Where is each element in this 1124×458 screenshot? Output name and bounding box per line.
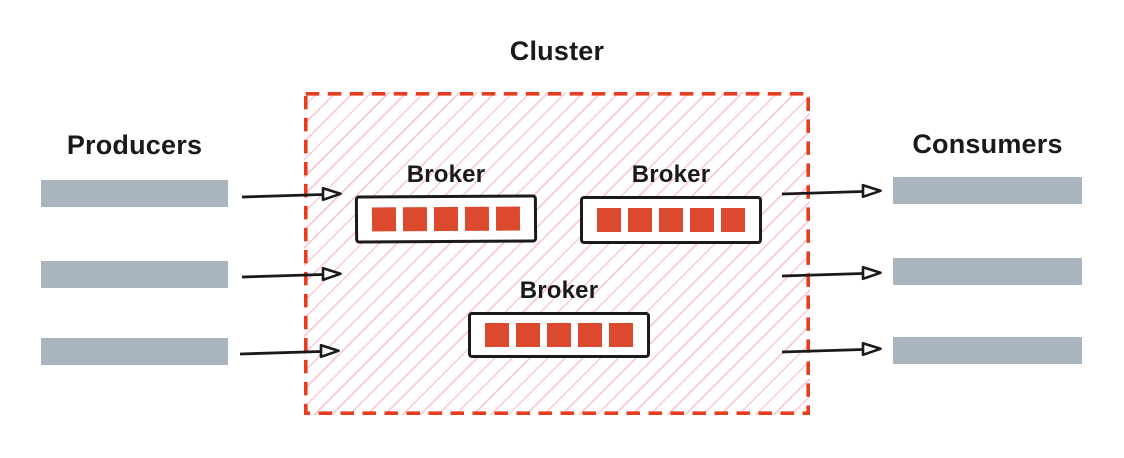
producer-bar — [41, 261, 228, 288]
producer-arrow — [242, 266, 342, 282]
consumer-bar — [893, 337, 1082, 364]
producer-arrow — [240, 343, 340, 359]
partition-square — [578, 323, 602, 347]
cluster-label: Cluster — [509, 36, 605, 66]
broker-node — [580, 196, 762, 244]
producer-arrow — [242, 186, 342, 202]
consumer-arrow — [782, 183, 882, 199]
consumer-arrow — [782, 341, 882, 357]
broker-label: Broker — [519, 277, 599, 304]
consumer-bar — [893, 177, 1082, 204]
partition-square — [690, 208, 714, 232]
broker-node — [354, 194, 538, 244]
partition-square — [495, 206, 521, 231]
consumer-bar — [893, 258, 1082, 285]
producers-label: Producers — [66, 130, 203, 160]
partition-square — [659, 208, 683, 232]
partition-square — [721, 208, 745, 232]
partition-square — [516, 323, 540, 347]
partition-square — [597, 208, 621, 232]
partition-square — [609, 323, 633, 347]
consumer-arrow — [782, 265, 882, 281]
cluster-dashed-border — [304, 92, 810, 415]
partition-square — [485, 323, 509, 347]
producer-bar — [41, 338, 228, 365]
consumers-label: Consumers — [912, 129, 1063, 159]
producer-bar — [41, 180, 228, 207]
cluster-boundary — [304, 92, 810, 415]
broker-label: Broker — [631, 161, 711, 188]
broker-node — [468, 312, 650, 358]
partition-square — [547, 323, 571, 347]
partition-square — [464, 206, 490, 231]
partition-square — [628, 208, 652, 232]
partition-square — [371, 207, 397, 232]
broker-label: Broker — [406, 161, 486, 188]
partition-square — [433, 206, 459, 232]
partition-square — [402, 207, 428, 232]
